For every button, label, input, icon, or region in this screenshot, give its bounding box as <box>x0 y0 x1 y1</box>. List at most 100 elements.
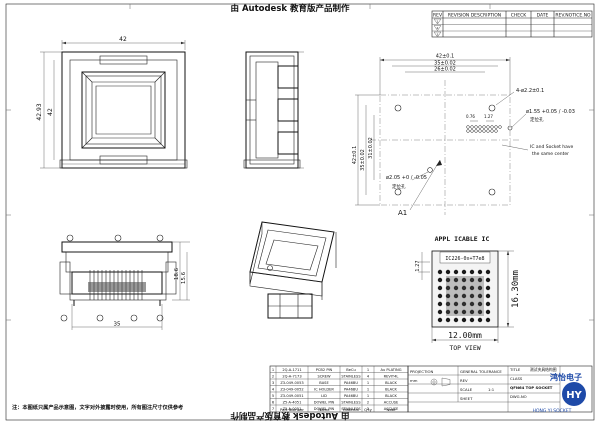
rev-col-date: DATE <box>537 13 549 19</box>
bom-header: Part Number Name Material Q'ty Note <box>280 407 396 412</box>
center-note-line2: the same center <box>532 151 569 157</box>
tb-unit: mm <box>410 378 418 383</box>
locating-hole-right <box>507 125 513 131</box>
bom-cell-name: SCREW <box>317 375 331 379</box>
bom-cell-num: 1 <box>272 368 274 372</box>
bom-cell-qty: 1 <box>367 381 369 385</box>
revision-table: REV REVISION DESCRIPTION CHECK DATE REV.… <box>431 10 593 38</box>
svg-text:3: 3 <box>437 33 439 37</box>
part-balloons <box>60 234 164 322</box>
locating-hole-label-right: 定位孔 <box>530 116 544 123</box>
ic-view: APPL ICABLE IC IC226-0x+T7e8 1.27 16.30m… <box>415 235 521 352</box>
sheet-border <box>5 3 595 421</box>
bom-cell-num: 2 <box>272 375 274 379</box>
fp-width-35: 35±0.02 <box>434 61 456 67</box>
company-name-en: HONG YI SOCKET <box>533 408 572 414</box>
section-view: 18.6 15.6 35 <box>59 234 190 330</box>
bom-cell-note: ACCUSE <box>384 407 399 411</box>
tb-title-label: TITLE <box>509 367 521 372</box>
rev-col-rev: REV <box>433 13 443 19</box>
tb-title-cn: 测试夹具结构图 <box>530 367 557 372</box>
pad-pitch-076: 0.76 <box>466 114 475 119</box>
svg-text:Q'ty: Q'ty <box>364 407 373 412</box>
fp-height-31: 31±0.02 <box>368 137 374 159</box>
svg-text:Note: Note <box>387 407 397 412</box>
pad-pitch-127: 1.27 <box>484 114 493 119</box>
bom-cell-part: Z5-A-4051 <box>283 401 302 405</box>
front-width-dim: 42 <box>119 36 127 43</box>
bom-cell-qty: 1 <box>367 368 369 372</box>
ic-height: 16.30mm <box>511 270 521 308</box>
section-width-35: 35 <box>114 322 121 328</box>
bom-cell-name: PCB2 PIN <box>316 368 333 372</box>
mount-hole-br <box>488 188 496 196</box>
bom-cell-qty: 4 <box>367 375 370 379</box>
bom-cell-material: STAINLESS <box>341 375 361 379</box>
bom-cell-num: 7 <box>272 407 274 411</box>
tb-tolerance: GENERAL TOLERANCE <box>460 369 502 374</box>
front-view: 42 42.93 42 <box>36 36 188 169</box>
bom-table <box>269 365 409 413</box>
mount-hole-tl <box>394 104 402 112</box>
pad-row-top <box>466 125 502 133</box>
svg-text:Material: Material <box>343 407 358 412</box>
bom-cell-material: PA46BU <box>344 381 358 385</box>
locating-hole-spec-left: ø2.05 +0 / -0.05 <box>386 175 427 181</box>
a1-marker: A1 <box>398 209 407 217</box>
bom-cell-name: BASE <box>319 381 329 385</box>
bom-cell-material: PA46BU <box>344 388 358 392</box>
bom-cell-part: Z3-049-0053 <box>280 381 303 385</box>
svg-text:Part Number: Part Number <box>280 407 304 412</box>
bom-cell-name: IC HOLDER <box>314 388 334 392</box>
bom-cell-part: Z3-049-0052 <box>280 388 303 392</box>
bom-cell-qty: 1 <box>367 394 369 398</box>
locating-hole-left <box>427 167 433 173</box>
tb-dwg: DWG.NO <box>510 394 527 399</box>
bom-cell-material: PA46BU <box>344 394 358 398</box>
tb-class: CLASS <box>510 376 523 381</box>
bom-cell-part: 2Q-A-1711 <box>282 368 301 372</box>
ic-width: 12.00mm <box>448 331 482 340</box>
svg-text:1: 1 <box>437 20 439 24</box>
tb-title-value: QFN64 TOP SOCKET <box>510 385 553 390</box>
bom-cell-part: 2Q-A-7173 <box>282 375 301 379</box>
ic-balls <box>437 269 491 323</box>
bom-cell-note: BLACK <box>385 394 397 398</box>
section-height-186: 18.6 <box>174 267 180 280</box>
mount-hole-spec: 4-ø2.2±0.1 <box>516 88 544 94</box>
center-note-line1: IC and Socket have <box>530 144 574 150</box>
bom-cell-note: BLACK <box>385 381 397 385</box>
logo-letters: HY <box>566 390 582 401</box>
disclaimer-note: 注：本图纸只属产品示意图，文字对外披露时使用，所有图注尺寸仅供参考 <box>12 403 183 411</box>
bom-cell-num: 3 <box>272 381 274 385</box>
bom-cell-note: REVIT4L <box>384 375 399 379</box>
ic-chip-label: IC226-0x+T7e8 <box>445 256 484 262</box>
bom-cell-name: LID <box>321 394 327 398</box>
section-height-156: 15.6 <box>181 271 187 284</box>
footprint-view: 42±0.1 35±0.02 26±0.02 42±0.1 35±0.02 31… <box>352 54 575 218</box>
rev-col-check: CHECK <box>511 13 528 19</box>
tb-projection: PROJECTION <box>410 369 434 374</box>
fp-height-42: 42±0.1 <box>352 146 358 165</box>
bom-cell-part: Z3-049-0051 <box>280 394 303 398</box>
svg-text:Name: Name <box>318 407 330 412</box>
bom-cell-material: STAINLESS <box>341 401 361 405</box>
bom-cell-qty: 2 <box>367 401 369 405</box>
mount-hole-bl <box>394 188 402 196</box>
bom-cell-note: ACCUSE <box>384 401 399 405</box>
locating-hole-label-left: 定位孔 <box>392 183 406 190</box>
tb-scale: SCALE <box>460 387 473 392</box>
header-watermark: 由 Autodesk 教育版产品制作 <box>230 3 350 14</box>
front-height-dim: 42 <box>47 108 54 116</box>
tb-scale-value: 1:1 <box>488 387 495 392</box>
side-view <box>243 51 304 169</box>
bom-cell-qty: 1 <box>367 388 369 392</box>
bom-cell-num: 6 <box>272 401 275 405</box>
zone-markers <box>6 4 594 321</box>
company-name: 鸿怡电子 <box>550 372 582 382</box>
bom-cell-note: BLACK <box>385 388 397 392</box>
rev-col-description: REVISION DESCRIPTION <box>448 13 501 19</box>
mount-hole-tr <box>488 104 496 112</box>
